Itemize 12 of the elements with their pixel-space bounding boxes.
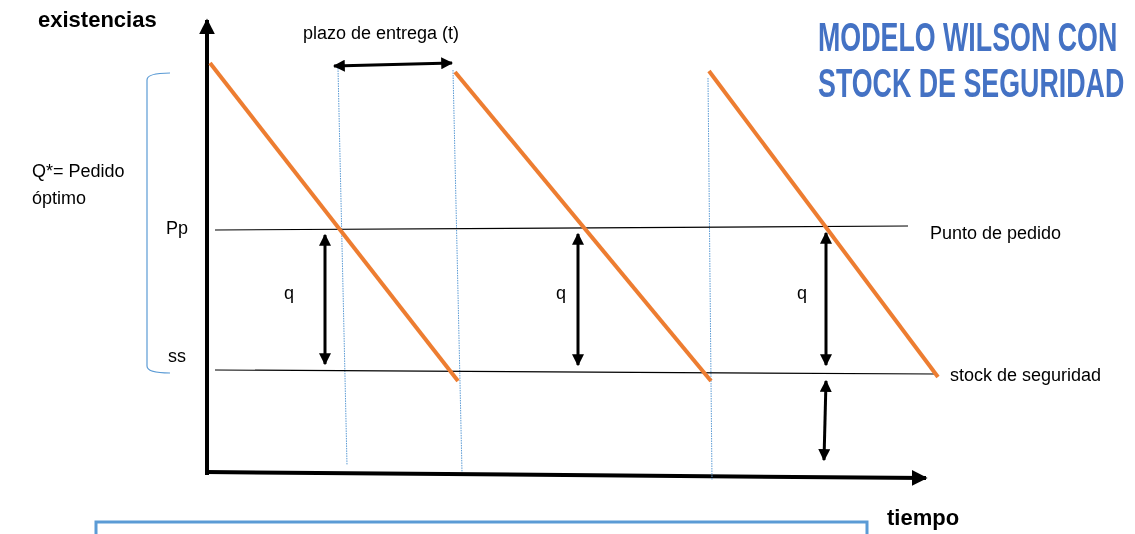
dimension-label: q [556, 282, 566, 305]
line-label: stock de seguridad [950, 364, 1102, 387]
axis-tick-label: ss [168, 345, 186, 368]
dimension-label: q [797, 282, 807, 305]
bracket-label: Q*= Pedido óptimo [32, 160, 126, 210]
dimension-label: q [284, 282, 294, 305]
dimension-label: plazo de entrega (t) [303, 22, 460, 45]
title: MODELO WILSON CON STOCK DE SEGURIDAD [818, 14, 1126, 106]
axis-tick-label: Pp [166, 217, 189, 240]
axis-label: existencias [38, 6, 157, 33]
line-label: Punto de pedido [930, 222, 1062, 245]
axis-label: tiempo [887, 504, 960, 531]
